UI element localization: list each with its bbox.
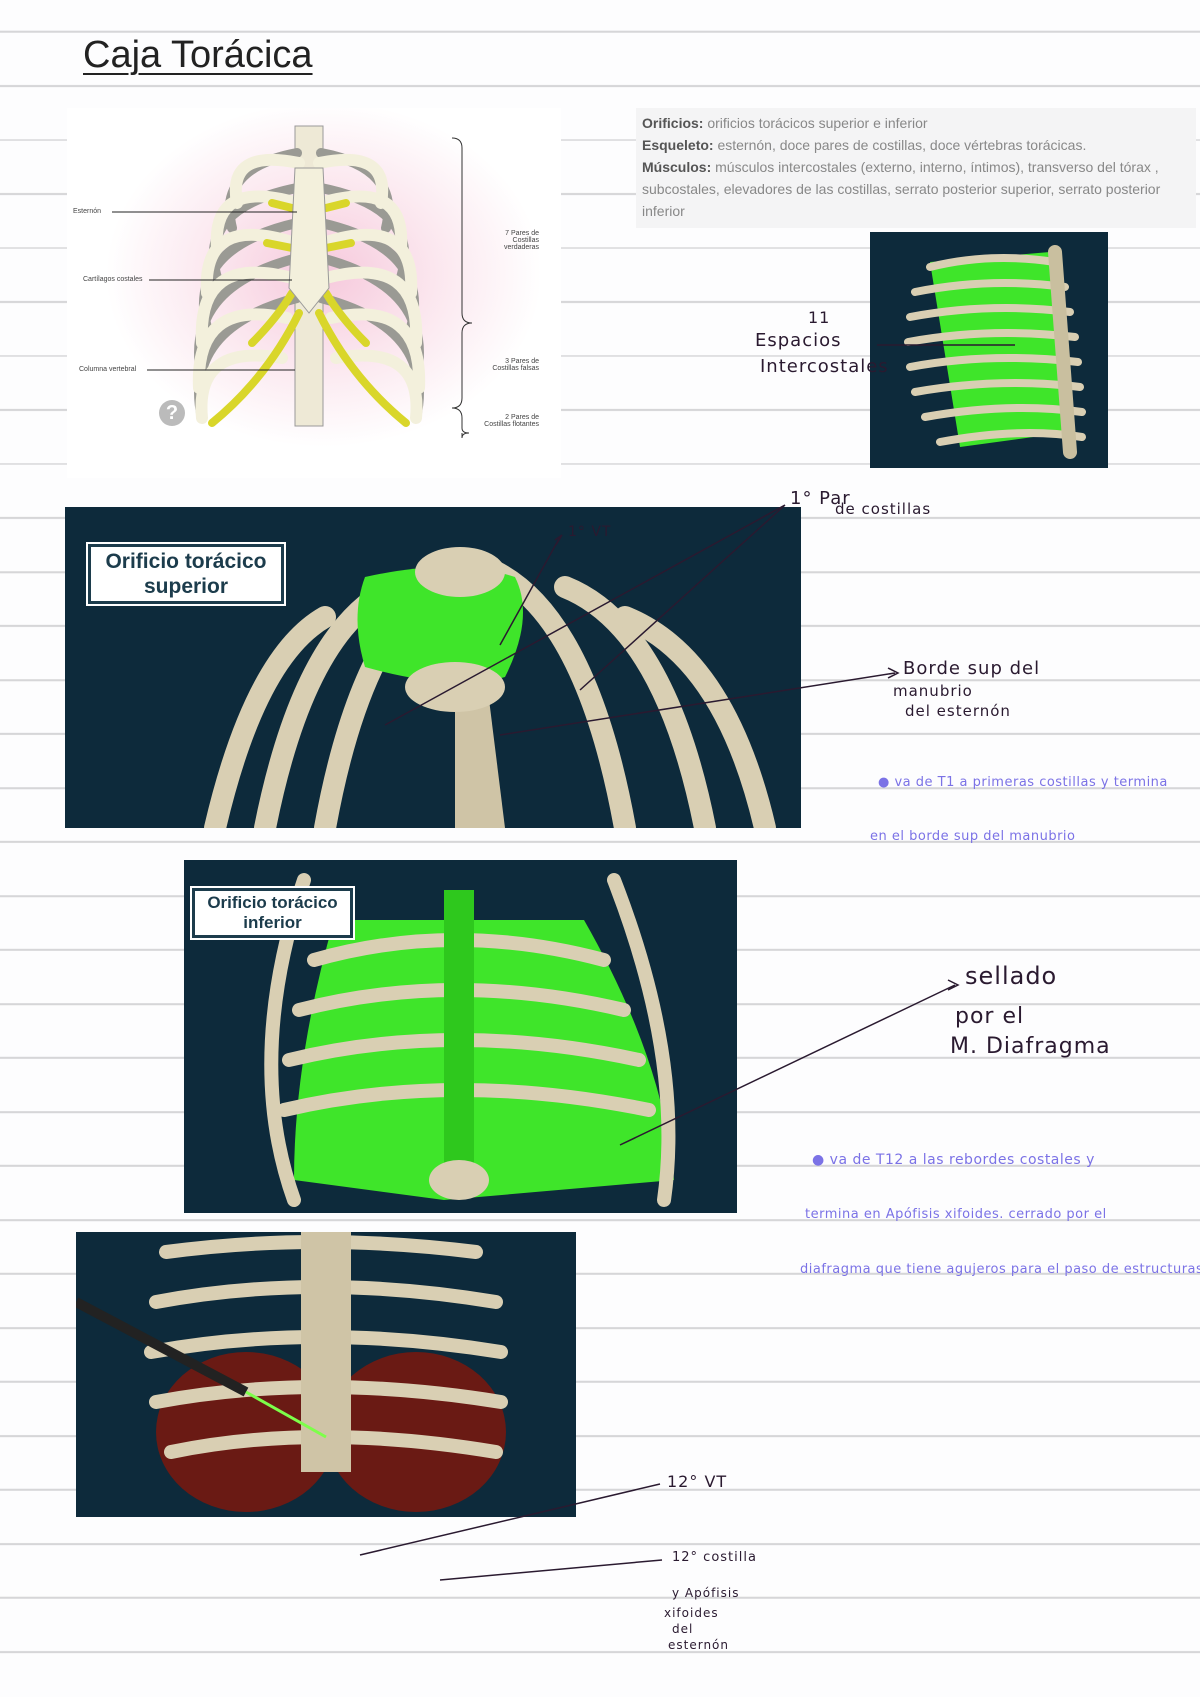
inferior-aperture-label: Orificio torácico inferior: [190, 886, 355, 940]
note-rib12-4: del: [672, 1622, 694, 1636]
note-rib12-5: esternón: [668, 1638, 729, 1652]
label-spine: Columna vertebral: [79, 366, 137, 373]
note-rib12-3: xifoides: [664, 1606, 719, 1620]
intercostal-spaces-image: [870, 232, 1108, 468]
note-sealed-2: por el: [955, 1004, 1025, 1029]
page-title: Caja Torácica: [83, 34, 313, 76]
note-superior-desc-1: ● va de T1 a primeras costillas y termin…: [878, 775, 1168, 790]
rib-cage-drawing: [112, 125, 473, 439]
note-inferior-desc-1: ● va de T12 a las rebordes costales y: [812, 1152, 1095, 1168]
note-sealed-3: M. Diafragma: [950, 1034, 1111, 1059]
note-intercostal-label: Intercostales: [760, 356, 889, 377]
note-sealed: sellado: [965, 962, 1058, 990]
note-first-rib: 1° Par: [790, 488, 851, 509]
note-rib12: 12° costilla: [672, 1550, 757, 1565]
info-esqueleto: Esqueleto: esternón, doce pares de costi…: [642, 137, 1087, 153]
label-floating-ribs: 2 Pares de Costillas flotantes: [484, 414, 539, 428]
label-true-ribs: 7 Pares de Costillas verdaderas: [503, 230, 539, 251]
question-icon[interactable]: ?: [159, 400, 185, 426]
superior-aperture-label: Orificio torácico superior: [86, 542, 286, 606]
note-first-rib-2: de costillas: [835, 500, 932, 518]
superior-aperture-image: Orificio torácico superior: [65, 507, 801, 828]
note-inferior-desc-2: termina en Apófisis xifoides. cerrado po…: [805, 1207, 1107, 1222]
note-rib12-2: y Apófisis: [672, 1586, 740, 1600]
note-intercostal-spaces: Espacios: [755, 330, 842, 351]
note-manubrium-2: manubrio: [893, 682, 973, 700]
inferior-aperture-image: Orificio torácico inferior: [184, 860, 737, 1213]
label-false-ribs: 3 Pares de Costillas falsas: [492, 358, 539, 372]
note-t1: 1° VT: [568, 524, 612, 540]
note-inferior-desc-3: diafragma que tiene agujeros para el pas…: [800, 1262, 1200, 1277]
info-box: Orificios: orificios torácicos superior …: [636, 108, 1196, 228]
label-sternum: Esternón: [73, 208, 102, 215]
note-t12: 12° VT: [667, 1472, 728, 1491]
note-superior-desc-2: en el borde sup del manubrio: [870, 829, 1076, 844]
note-intercostal-count: 11: [808, 308, 831, 327]
label-costal-cartilage: Cartílagos costales: [83, 276, 143, 283]
note-manubrium-3: del esternón: [905, 702, 1011, 720]
posterior-ribs-image: [76, 1232, 576, 1517]
note-manubrium-1: Borde sup del: [903, 658, 1041, 679]
info-musculos: Músculos: músculos intercostales (extern…: [642, 159, 1161, 219]
rib-cage-diagram: Esternón Cartílagos costales Columna ver…: [67, 108, 561, 478]
info-orificios: Orificios: orificios torácicos superior …: [642, 115, 928, 131]
